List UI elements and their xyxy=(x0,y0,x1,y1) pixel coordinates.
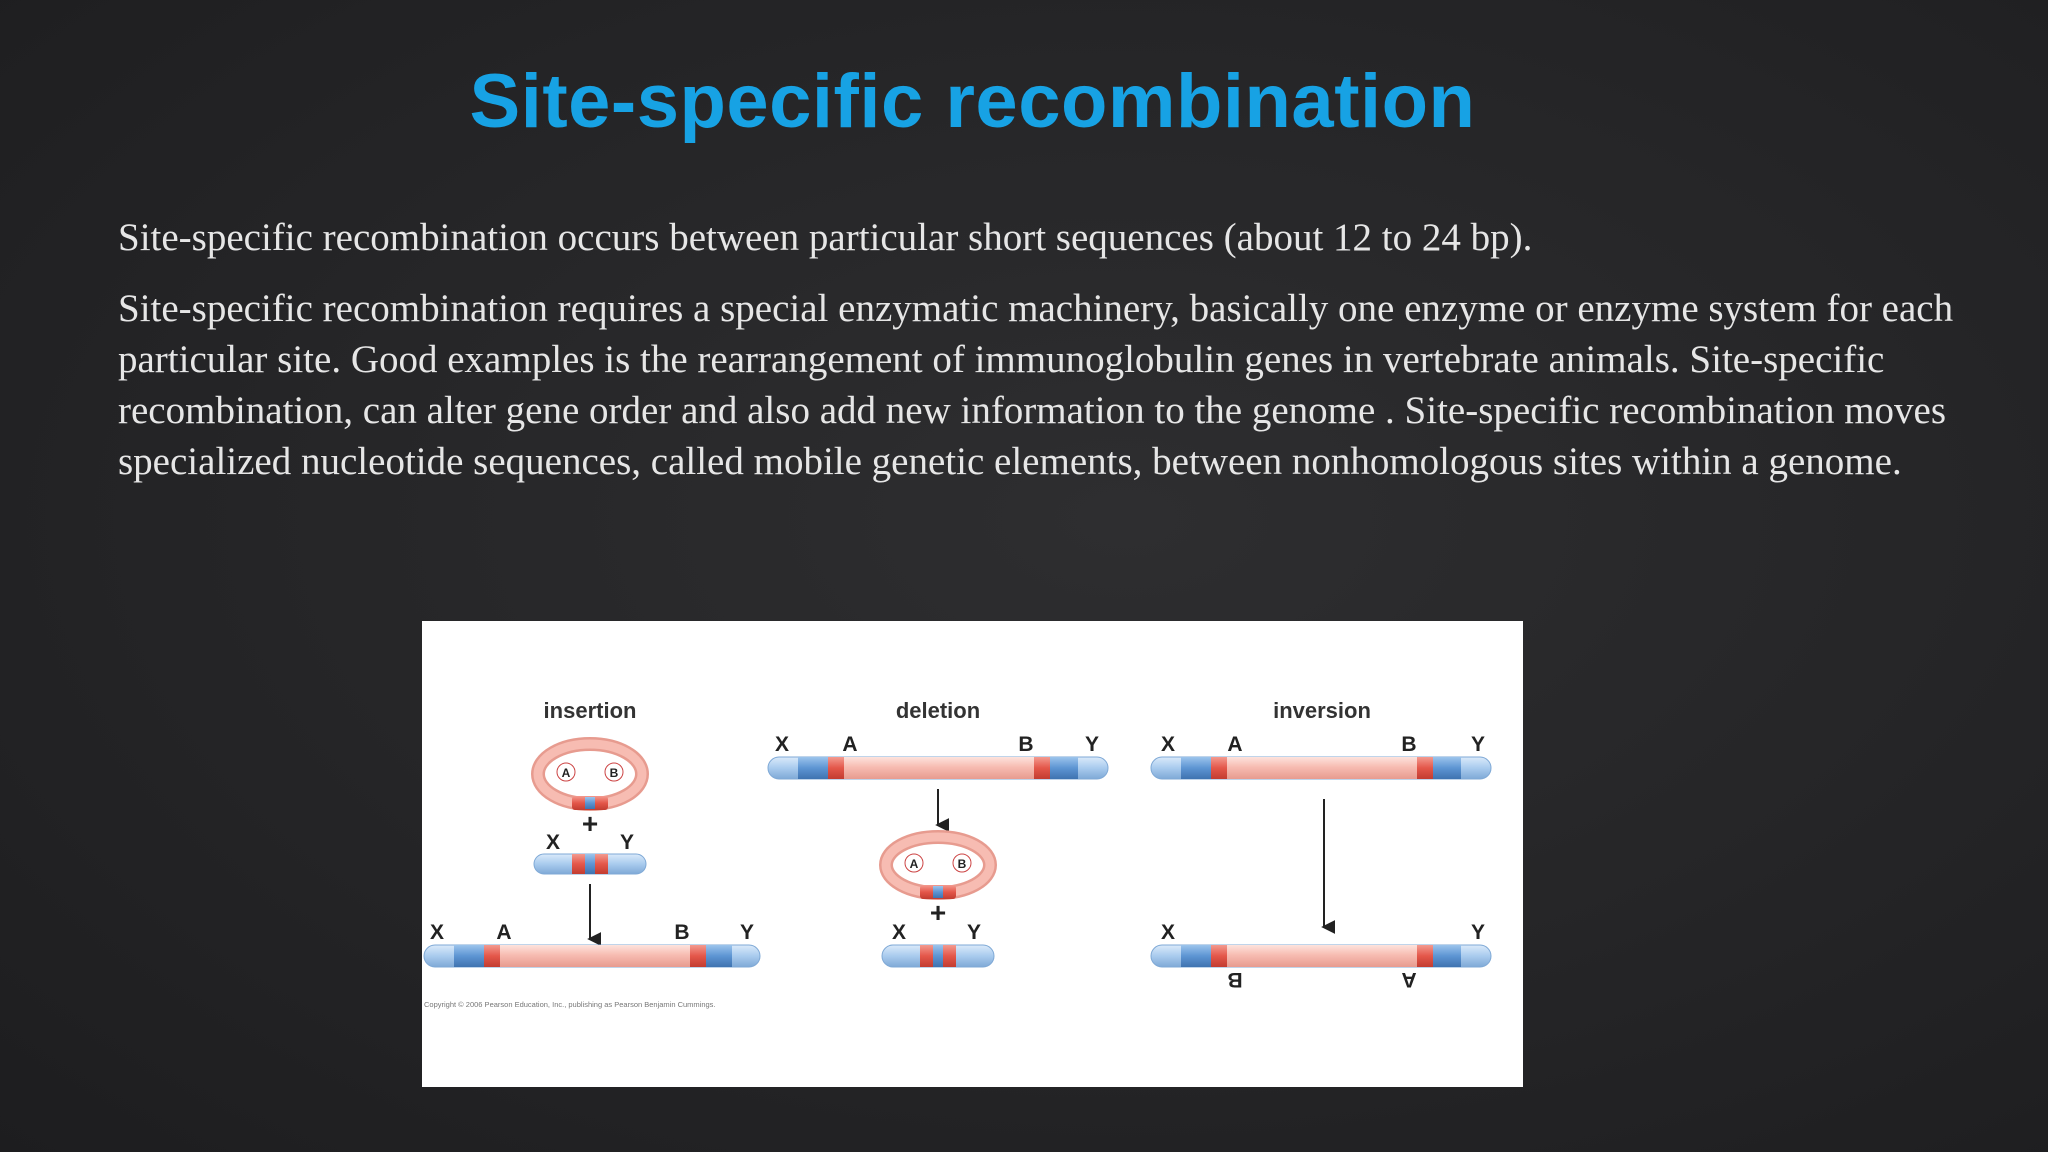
insertion-circle: A B xyxy=(531,737,649,811)
recombination-figure: insertion A B + X Y X A B Y Copyright © … xyxy=(422,621,1523,1087)
inversion-top-bar xyxy=(1150,756,1492,780)
inversion-top-y: Y xyxy=(1471,733,1485,756)
slide-title: Site-specific recombination xyxy=(469,59,1476,144)
deletion-plus: + xyxy=(930,897,946,928)
slide-body: Site-specific recombination occurs betwe… xyxy=(118,212,1958,507)
insertion-result-b: B xyxy=(674,921,689,944)
inversion-top-a: A xyxy=(1227,733,1242,756)
deletion-circle: A B xyxy=(879,830,997,900)
insertion-result-y: Y xyxy=(740,921,754,944)
inversion-result-x: X xyxy=(1161,921,1175,944)
insertion-bar-y: Y xyxy=(620,831,634,854)
inversion-label: inversion xyxy=(1273,698,1371,723)
deletion-xy-bar xyxy=(881,944,995,968)
paragraph-2: Site-specific recombination requires a s… xyxy=(118,287,1954,483)
inversion-result-a-inverted: A xyxy=(1401,968,1416,991)
insertion-circle-a: A xyxy=(562,766,571,780)
deletion-top-x: X xyxy=(775,733,789,756)
deletion-label: deletion xyxy=(896,698,980,723)
deletion-top-b: B xyxy=(1018,733,1033,756)
deletion-bar-y: Y xyxy=(967,921,981,944)
insertion-result-x: X xyxy=(430,921,444,944)
paragraph-1: Site-specific recombination occurs betwe… xyxy=(118,216,1533,259)
inversion-top-x: X xyxy=(1161,733,1175,756)
insertion-result-bar xyxy=(423,944,761,968)
deletion-top-y: Y xyxy=(1085,733,1099,756)
deletion-top-bar xyxy=(767,756,1109,780)
insertion-plus: + xyxy=(582,808,598,839)
inversion-result-y: Y xyxy=(1471,921,1485,944)
inversion-top-b: B xyxy=(1401,733,1416,756)
figure-copyright: Copyright © 2006 Pearson Education, Inc.… xyxy=(424,1000,716,1009)
insertion-bar-x: X xyxy=(546,831,560,854)
insertion-xy-bar xyxy=(533,853,647,875)
inversion-result-b-inverted: B xyxy=(1227,968,1242,991)
deletion-bar-x: X xyxy=(892,921,906,944)
insertion-result-a: A xyxy=(496,921,511,944)
deletion-top-a: A xyxy=(842,733,857,756)
inversion-result-bar xyxy=(1150,944,1492,968)
insertion-label: insertion xyxy=(544,698,637,723)
deletion-circle-a: A xyxy=(910,857,919,871)
insertion-circle-b: B xyxy=(610,766,619,780)
deletion-circle-b: B xyxy=(958,857,967,871)
